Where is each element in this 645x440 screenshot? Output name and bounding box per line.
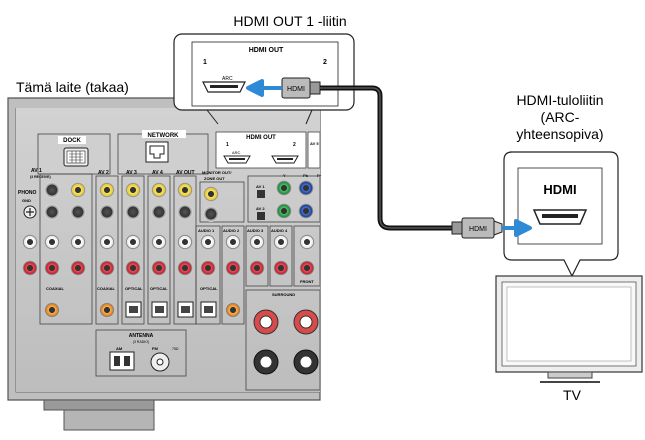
surround-label: SURROUND bbox=[272, 292, 295, 297]
zoom-port1-label: 1 bbox=[203, 59, 207, 66]
optical3-label: OPTICAL bbox=[200, 286, 218, 291]
component-av2-label: AV 2 bbox=[256, 206, 265, 211]
tv-hdmi-title: HDMI bbox=[543, 182, 576, 197]
av3-label: AV 3 bbox=[126, 170, 137, 176]
rear-hdmi-2-label: 2 bbox=[293, 142, 296, 148]
tv-input-line1: HDMI-tuloliitin bbox=[516, 92, 603, 108]
pb-label: Pb bbox=[303, 173, 309, 178]
receiver-rear-panel: Tämä laite (takaa) DOCK NETWORK HDMI OUT… bbox=[7, 79, 322, 431]
tv-input-line2: (ARC- bbox=[541, 109, 580, 125]
av1-label: AV 1 bbox=[31, 168, 42, 174]
audio1-label: AUDIO 1 bbox=[198, 228, 215, 233]
coaxial2-label: COAXIAL bbox=[97, 286, 116, 291]
am-label: AM bbox=[116, 346, 123, 351]
av-out-label: AV OUT bbox=[176, 170, 195, 176]
gnd-label: GND bbox=[22, 198, 31, 203]
rear-arc-label: ARC bbox=[232, 150, 241, 155]
tv-illustration: TV bbox=[495, 275, 643, 403]
av5-label: AV 5 bbox=[310, 141, 319, 146]
y-label: Y bbox=[283, 173, 286, 178]
device-label: Tämä laite (takaa) bbox=[16, 79, 129, 95]
tv-plug-label: HDMI bbox=[469, 226, 487, 233]
audio3-label: AUDIO 3 bbox=[247, 228, 264, 233]
front-label: FRONT bbox=[300, 279, 314, 284]
ohm-label: 75Ω bbox=[172, 347, 179, 351]
optical1-label: OPTICAL bbox=[125, 286, 143, 291]
phono-label: PHONO bbox=[18, 190, 36, 196]
zoom-port2-label: 2 bbox=[323, 59, 327, 66]
zone-out-label: ZONE OUT bbox=[204, 176, 225, 181]
hdmi-out-callout-label: HDMI OUT 1 -liitin bbox=[233, 13, 346, 29]
hdmi-out-zoom-panel: HDMI OUT 1 2 ARC HDMI bbox=[173, 33, 355, 125]
tv-hdmi-callout: HDMI-tuloliitin (ARC- yhteensopiva) HDMI… bbox=[451, 92, 619, 278]
audio4-label: AUDIO 4 bbox=[271, 228, 288, 233]
rear-hdmi-out-label: HDMI OUT bbox=[246, 135, 276, 141]
tv-input-line3: yhteensopiva) bbox=[516, 126, 603, 142]
network-label: NETWORK bbox=[148, 133, 180, 139]
optical2-label: OPTICAL bbox=[150, 286, 168, 291]
fm-label: FM bbox=[152, 346, 158, 351]
zoom-plug-label: HDMI bbox=[287, 86, 305, 93]
tv-label: TV bbox=[563, 387, 582, 403]
av4-label: AV 4 bbox=[152, 170, 163, 176]
pr-label: Pr bbox=[317, 173, 322, 178]
rear-hdmi-1-label: 1 bbox=[226, 142, 229, 148]
antenna-sub-label: (3 RADIO) bbox=[133, 340, 149, 344]
component-av1-label: AV 1 bbox=[256, 184, 265, 189]
audio2-label: AUDIO 2 bbox=[223, 228, 240, 233]
coaxial1-label: COAXIAL bbox=[46, 286, 65, 291]
zoom-hdmi-out-title: HDMI OUT bbox=[249, 47, 284, 54]
monitor-out-label: MONITOR OUT/ bbox=[202, 170, 232, 175]
dock-label: DOCK bbox=[63, 138, 81, 144]
insert-arrow-icon bbox=[246, 79, 282, 97]
zoom-arc-label: ARC bbox=[222, 76, 233, 82]
av2-label: AV 2 bbox=[98, 170, 109, 176]
tv-insert-arrow-icon bbox=[502, 219, 532, 237]
antenna-label: ANTENNA bbox=[129, 333, 154, 339]
